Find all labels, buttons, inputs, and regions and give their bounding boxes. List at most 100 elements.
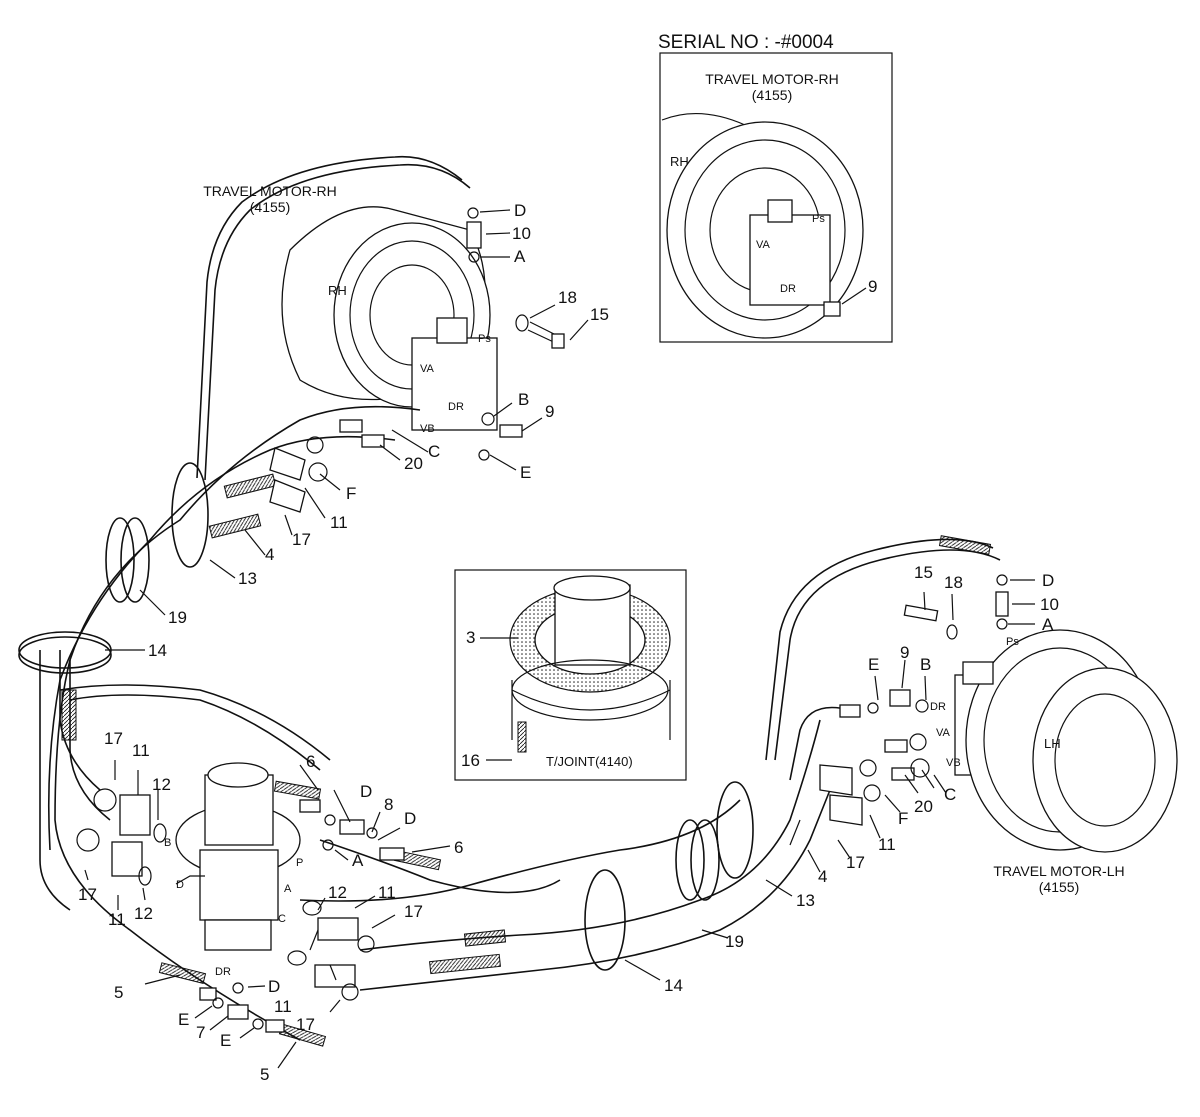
callout-A-2: A xyxy=(352,851,364,870)
callout-D-1: D xyxy=(514,201,526,220)
callout-9-2: 9 xyxy=(900,643,909,662)
callout-7: 7 xyxy=(196,1023,205,1042)
callout-14-2: 14 xyxy=(664,976,683,995)
callout-10-1: 10 xyxy=(512,224,531,243)
motor-rh-title: TRAVEL MOTOR-RH xyxy=(203,183,337,199)
callout-B-1: B xyxy=(518,390,529,409)
callout-20-1: 20 xyxy=(404,454,423,473)
callout-10-2: 10 xyxy=(1040,595,1059,614)
inset-rh-code: (4155) xyxy=(752,87,792,103)
callout-C-1: C xyxy=(428,442,440,461)
inset-rh-side: RH xyxy=(670,154,689,169)
callout-C-2: C xyxy=(944,785,956,804)
callout-11-6: 11 xyxy=(878,835,896,854)
callout-11-5: 11 xyxy=(274,997,292,1016)
callout-19-2: 19 xyxy=(725,932,744,951)
callout-F-2: F xyxy=(898,809,908,828)
callout-E-3: E xyxy=(220,1031,231,1050)
callout-17-2: 17 xyxy=(104,729,123,748)
callout-4-2: 4 xyxy=(818,867,827,886)
callout-D-5: D xyxy=(1042,571,1054,590)
callout-A-3: A xyxy=(1042,615,1054,634)
callout-13-1: 13 xyxy=(238,569,257,588)
motor-rh-dr: DR xyxy=(448,401,464,413)
joint-port-a: A xyxy=(284,883,292,895)
motor-lh-side: LH xyxy=(1044,736,1061,751)
callout-11-4: 11 xyxy=(378,883,396,902)
joint-port-c: C xyxy=(278,913,286,925)
callout-12-2: 12 xyxy=(134,904,153,923)
motor-rh-side: RH xyxy=(328,283,347,298)
callout-B-2: B xyxy=(920,655,931,674)
inset-rh-dr: DR xyxy=(780,283,796,295)
callout-6-2: 6 xyxy=(454,838,463,857)
callout-18-1: 18 xyxy=(558,288,577,307)
inset-rh-part-9: 9 xyxy=(868,277,877,296)
inset-rh-va: VA xyxy=(756,239,771,251)
joint-port-d: D xyxy=(176,879,184,891)
inset-joint-part-3: 3 xyxy=(466,628,475,647)
callout-D-2: D xyxy=(360,782,372,801)
callout-18-2: 18 xyxy=(944,573,963,592)
joint-port-dr: DR xyxy=(215,966,231,978)
callout-12-1: 12 xyxy=(152,775,171,794)
callout-15-2: 15 xyxy=(914,563,933,582)
callout-E-4: E xyxy=(868,655,879,674)
travel-motor-lh: Ps DR VA VB LH TRAVEL MOTOR-LH (4155) xyxy=(930,629,1178,895)
motor-lh-code: (4155) xyxy=(1039,879,1079,895)
inset-rh-ps: Ps xyxy=(812,213,825,225)
callout-E-1: E xyxy=(520,463,531,482)
callout-F-1: F xyxy=(346,484,356,503)
motor-lh-vb: VB xyxy=(946,757,961,769)
motor-rh-ps: Ps xyxy=(478,333,491,345)
motor-rh-vb: VB xyxy=(420,423,435,435)
callout-17-5: 17 xyxy=(296,1015,315,1034)
callout-17-3: 17 xyxy=(78,885,97,904)
inset-joint-caption: T/JOINT(4140) xyxy=(546,754,633,769)
joint-port-p: P xyxy=(296,857,303,869)
callout-20-2: 20 xyxy=(914,797,933,816)
turning-joint: P B D A C DR xyxy=(164,762,303,978)
inset-travel-motor-rh: TRAVEL MOTOR-RH (4155) RH Ps VA DR 9 xyxy=(659,52,893,343)
callout-8: 8 xyxy=(384,795,393,814)
callout-6-1: 6 xyxy=(306,752,315,771)
motor-lh-dr: DR xyxy=(930,701,946,713)
travel-motor-rh: TRAVEL MOTOR-RH (4155) RH Ps VA DR VB xyxy=(203,183,498,435)
motor-lh-va: VA xyxy=(936,727,951,739)
motor-rh-va: VA xyxy=(420,363,435,375)
inset-turning-joint: 3 16 T/JOINT(4140) xyxy=(454,569,687,781)
callout-A-1: A xyxy=(514,247,526,266)
callout-D-3: D xyxy=(404,809,416,828)
joint-port-b: B xyxy=(164,837,171,849)
motor-lh-title: TRAVEL MOTOR-LH xyxy=(993,863,1124,879)
callout-12-3: 12 xyxy=(328,883,347,902)
callout-11-3: 11 xyxy=(108,910,126,929)
callout-5-1: 5 xyxy=(114,983,123,1002)
leader-lines xyxy=(84,209,1035,1069)
callout-E-2: E xyxy=(178,1010,189,1029)
motor-lh-ps: Ps xyxy=(1006,636,1019,648)
inset-rh-title: TRAVEL MOTOR-RH xyxy=(705,71,839,87)
callout-11-1: 11 xyxy=(330,513,348,532)
callout-11-2: 11 xyxy=(132,741,150,760)
callout-19-1: 19 xyxy=(168,608,187,627)
callout-17-6: 17 xyxy=(846,853,865,872)
callout-D-4: D xyxy=(268,977,280,996)
fittings xyxy=(76,207,1009,1033)
serial-number: SERIAL NO : -#0004 xyxy=(658,32,834,53)
callout-15-1: 15 xyxy=(590,305,609,324)
motor-rh-code: (4155) xyxy=(250,199,290,215)
callout-17-4: 17 xyxy=(404,902,423,921)
callout-labels: D 10 A 18 15 B 9 C 20 E F 11 17 4 13 19 … xyxy=(78,201,1059,1084)
callout-17-1: 17 xyxy=(292,530,311,549)
callout-14-1: 14 xyxy=(148,641,167,660)
inset-rh-motor-drawing: Ps VA DR xyxy=(661,113,864,339)
callout-4-1: 4 xyxy=(265,545,274,564)
callout-13-2: 13 xyxy=(796,891,815,910)
callout-9-1: 9 xyxy=(545,402,554,421)
hose-bundle xyxy=(18,155,1001,1047)
inset-joint-part-16: 16 xyxy=(461,751,480,770)
callout-5-2: 5 xyxy=(260,1065,269,1084)
